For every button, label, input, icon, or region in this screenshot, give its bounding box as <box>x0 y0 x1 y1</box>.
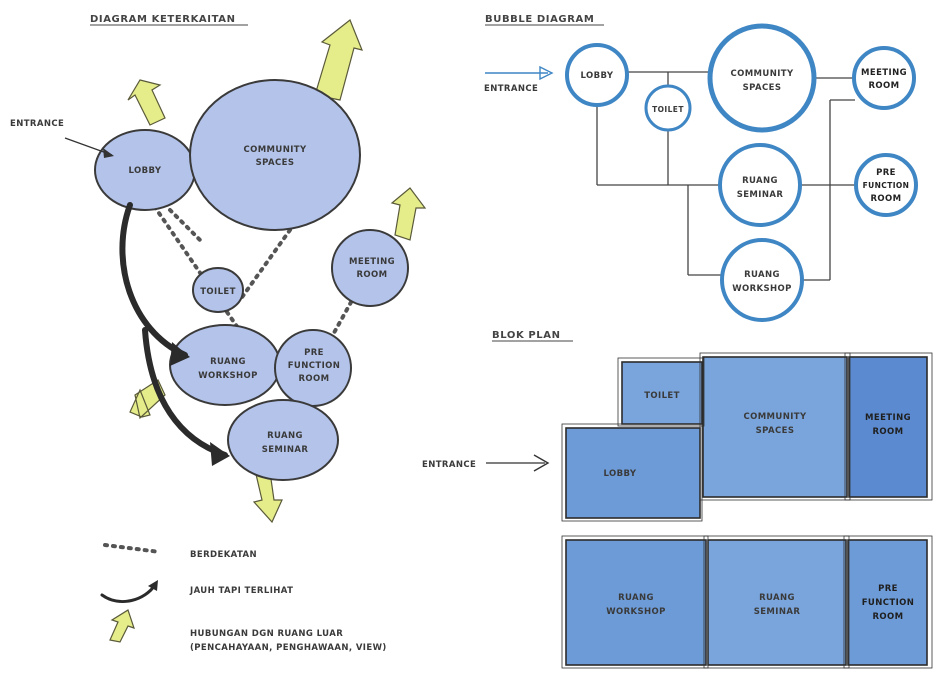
dotted-line <box>328 293 357 342</box>
dotted-line <box>238 228 292 302</box>
legend: BERDEKATAN JAUH TAPI TERLIHAT HUBUNGAN D… <box>100 543 387 653</box>
circle-lobby <box>565 43 629 107</box>
block-prefunction <box>847 539 928 666</box>
block-label-community-1: COMMUNITY <box>743 412 807 422</box>
block-workshop <box>565 539 707 666</box>
label-workshop-2: WORKSHOP <box>198 371 258 381</box>
block-meeting <box>848 356 928 498</box>
label-prefunction-1: PRE <box>304 348 324 358</box>
bubble-label-workshop-1: RUANG <box>744 270 780 280</box>
circle-prefunction <box>854 153 918 217</box>
arrowhead-icon <box>170 342 190 366</box>
arrowhead-icon <box>210 442 230 466</box>
bubble-toilet <box>192 267 244 313</box>
bubble-label-entrance: ENTRANCE <box>484 84 538 94</box>
block-label-entrance: ENTRANCE <box>422 460 476 470</box>
title-block-plan: BLOK PLAN <box>492 330 561 341</box>
entrance-arrowhead-icon <box>103 148 114 158</box>
far-relation-arrowheads <box>170 342 230 466</box>
relation-bubbles <box>94 79 409 481</box>
bubble-community-spaces <box>189 79 361 231</box>
green-arrow-icon <box>127 79 166 126</box>
bubble-label-lobby: LOBBY <box>581 71 614 81</box>
label-prefunction-3: ROOM <box>298 374 329 384</box>
circle-seminar <box>718 143 802 227</box>
legend-outdoor-1: HUBUNGAN DGN RUANG LUAR <box>190 629 343 639</box>
legend-near: BERDEKATAN <box>190 550 257 560</box>
curved-arrow <box>142 327 228 458</box>
block-toilet <box>621 361 703 425</box>
bubble-label-seminar-1: RUANG <box>742 176 778 186</box>
legend-arrowhead-icon <box>148 580 158 591</box>
circle-workshop <box>720 238 804 322</box>
label-seminar-2: SEMINAR <box>262 445 309 455</box>
bubble-label-seminar-2: SEMINAR <box>737 190 784 200</box>
bubble-meeting-room <box>331 229 409 307</box>
block-plan-sketch-lines <box>561 352 933 669</box>
block-plan: ENTRANCE TOILET COMMUNITY SPACES MEETING… <box>422 352 933 669</box>
block-label-community-2: SPACES <box>756 426 795 436</box>
dotted-line <box>168 208 202 242</box>
green-arrow-icon <box>314 19 363 101</box>
bubble-connectors <box>596 71 858 281</box>
label-entrance: ENTRANCE <box>10 119 64 129</box>
block-plan-rooms <box>565 356 928 666</box>
block-label-meeting-2: ROOM <box>872 427 903 437</box>
bubble-label-prefunction-2: FUNCTION <box>863 181 910 190</box>
block-label-lobby: LOBBY <box>604 469 637 479</box>
circle-meeting <box>852 46 916 110</box>
circle-community <box>707 23 817 133</box>
green-arrow-icon <box>390 187 427 241</box>
block-label-prefunction-3: ROOM <box>872 612 903 622</box>
block-label-seminar-1: RUANG <box>759 593 795 603</box>
bubble-label-meeting-1: MEETING <box>861 68 907 78</box>
curved-arrow <box>119 202 188 358</box>
block-label-seminar-2: SEMINAR <box>754 607 801 617</box>
label-prefunction-2: FUNCTION <box>288 361 341 371</box>
block-label-meeting-1: MEETING <box>865 413 911 423</box>
bubble-label-toilet: TOILET <box>652 105 684 114</box>
label-toilet: TOILET <box>200 287 236 297</box>
bubble-label-prefunction-3: ROOM <box>870 194 901 204</box>
block-lobby <box>565 427 701 519</box>
bubble-diagram: ENTRANCE LOBBY TOILET COMMUNITY SPACES M… <box>484 23 918 322</box>
bubble-label-community-2: SPACES <box>743 83 782 93</box>
block-label-workshop-1: RUANG <box>618 593 654 603</box>
legend-far-visible: JAUH TAPI TERLIHAT <box>189 586 293 596</box>
legend-green-arrow-icon <box>109 609 135 643</box>
block-label-prefunction-2: FUNCTION <box>862 598 915 608</box>
legend-curved-arrow-icon <box>100 583 157 604</box>
label-community-2: SPACES <box>256 158 295 168</box>
label-community-1: COMMUNITY <box>243 145 307 155</box>
label-meeting-1: MEETING <box>349 257 395 267</box>
legend-dotted-icon <box>103 543 162 554</box>
label-workshop-1: RUANG <box>210 357 246 367</box>
bubble-entrance-arrowhead-icon <box>539 65 554 81</box>
circle-toilet <box>644 84 692 132</box>
bubble-seminar <box>227 399 339 481</box>
label-lobby: LOBBY <box>129 166 162 176</box>
block-entrance-arrowhead-icon <box>533 454 550 472</box>
title-relation-diagram: DIAGRAM KETERKAITAN <box>90 14 236 25</box>
relation-diagram: ENTRANCE LOBBY COMMUNITY SPACES MEETING … <box>10 19 427 524</box>
far-relation-arrows <box>119 202 228 458</box>
bubble-label-prefunction-1: PRE <box>876 168 896 178</box>
bubble-label-community-1: COMMUNITY <box>730 69 794 79</box>
label-seminar-1: RUANG <box>267 431 303 441</box>
legend-outdoor-2: (PENCAHAYAAN, PENGHAWAAN, VIEW) <box>190 643 387 653</box>
block-label-prefunction-1: PRE <box>878 584 898 594</box>
bubble-label-workshop-2: WORKSHOP <box>732 284 792 294</box>
block-label-toilet: TOILET <box>644 391 680 401</box>
title-bubble-diagram: BUBBLE DIAGRAM <box>485 14 594 25</box>
block-label-workshop-2: WORKSHOP <box>606 607 666 617</box>
label-meeting-2: ROOM <box>356 270 387 280</box>
bubble-label-meeting-2: ROOM <box>868 81 899 91</box>
block-community <box>702 356 848 498</box>
